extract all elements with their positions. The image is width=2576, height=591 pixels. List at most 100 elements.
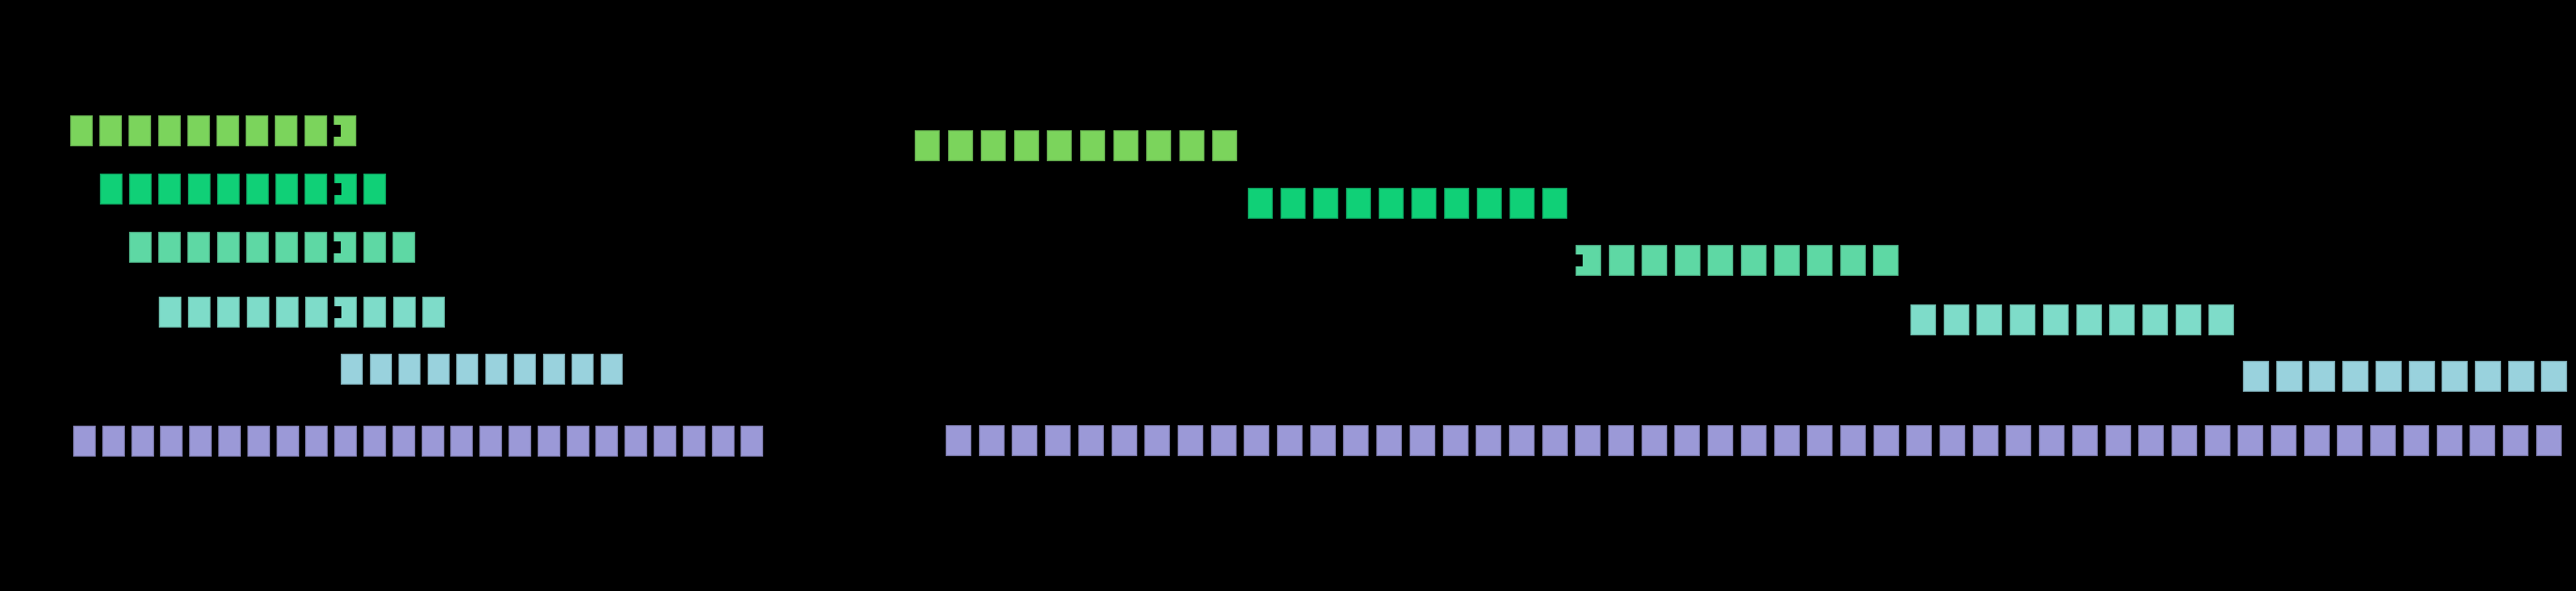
block xyxy=(514,354,536,385)
block xyxy=(2442,361,2468,392)
block xyxy=(2175,304,2201,335)
block xyxy=(1608,425,1634,456)
block xyxy=(129,232,152,263)
block xyxy=(305,232,328,263)
block xyxy=(159,297,181,328)
block xyxy=(1741,245,1767,276)
block xyxy=(1078,425,1104,456)
block xyxy=(2006,425,2032,456)
block xyxy=(1281,188,1306,219)
block xyxy=(247,426,270,457)
block xyxy=(1244,425,1270,456)
block xyxy=(2138,425,2164,456)
block xyxy=(218,426,241,457)
block xyxy=(2502,425,2528,456)
block xyxy=(1807,245,1833,276)
block xyxy=(102,426,125,457)
block xyxy=(1212,130,1238,161)
block xyxy=(2171,425,2197,456)
block xyxy=(1641,425,1667,456)
block xyxy=(2403,425,2429,456)
block xyxy=(275,115,298,146)
block xyxy=(654,426,676,457)
block xyxy=(99,115,123,146)
block-notch xyxy=(334,183,341,195)
block xyxy=(1177,425,1203,456)
block xyxy=(73,426,96,457)
block xyxy=(741,426,764,457)
block xyxy=(711,426,735,457)
block xyxy=(566,426,589,457)
block xyxy=(393,297,416,328)
block xyxy=(1508,425,1535,456)
block xyxy=(363,232,386,263)
block xyxy=(189,426,212,457)
block xyxy=(160,426,183,457)
block xyxy=(572,354,594,385)
block xyxy=(187,232,211,263)
block xyxy=(2076,304,2102,335)
block xyxy=(1740,425,1767,456)
block xyxy=(1510,188,1535,219)
block xyxy=(187,174,211,205)
block xyxy=(246,174,269,205)
block xyxy=(542,354,565,385)
block xyxy=(246,115,269,146)
block xyxy=(625,426,648,457)
block xyxy=(1113,130,1138,161)
block xyxy=(217,297,240,328)
block xyxy=(1248,188,1273,219)
block xyxy=(2541,361,2568,392)
block xyxy=(217,232,240,263)
block xyxy=(217,174,240,205)
block xyxy=(131,426,154,457)
block xyxy=(392,426,415,457)
block xyxy=(246,297,269,328)
block xyxy=(427,354,450,385)
block xyxy=(369,354,392,385)
block xyxy=(2039,425,2065,456)
block xyxy=(1943,304,1969,335)
block xyxy=(2408,361,2435,392)
block xyxy=(305,174,328,205)
block xyxy=(946,425,971,456)
block xyxy=(1045,425,1071,456)
block xyxy=(1379,188,1404,219)
block xyxy=(333,115,356,146)
block xyxy=(1014,130,1039,161)
block xyxy=(1674,425,1700,456)
block xyxy=(70,115,93,146)
block xyxy=(479,426,503,457)
block xyxy=(275,232,298,263)
block xyxy=(1976,304,2003,335)
block xyxy=(2072,425,2098,456)
block xyxy=(2208,304,2235,335)
block xyxy=(1210,425,1237,456)
block xyxy=(304,115,327,146)
block xyxy=(421,426,444,457)
block xyxy=(1840,245,1866,276)
block xyxy=(2536,425,2562,456)
block xyxy=(187,115,210,146)
block xyxy=(1346,188,1371,219)
block xyxy=(595,426,619,457)
block xyxy=(1409,425,1435,456)
block xyxy=(2342,361,2369,392)
block xyxy=(682,426,705,457)
block xyxy=(1708,245,1734,276)
block xyxy=(399,354,421,385)
block xyxy=(2105,425,2131,456)
block xyxy=(1840,425,1866,456)
block xyxy=(246,232,269,263)
block xyxy=(1940,425,1965,456)
block xyxy=(1774,245,1800,276)
block xyxy=(1080,130,1105,161)
block xyxy=(275,174,299,205)
block xyxy=(1444,188,1469,219)
block xyxy=(2276,361,2302,392)
block-notch xyxy=(334,241,341,253)
block xyxy=(422,297,445,328)
block xyxy=(1873,425,1899,456)
block xyxy=(600,354,623,385)
